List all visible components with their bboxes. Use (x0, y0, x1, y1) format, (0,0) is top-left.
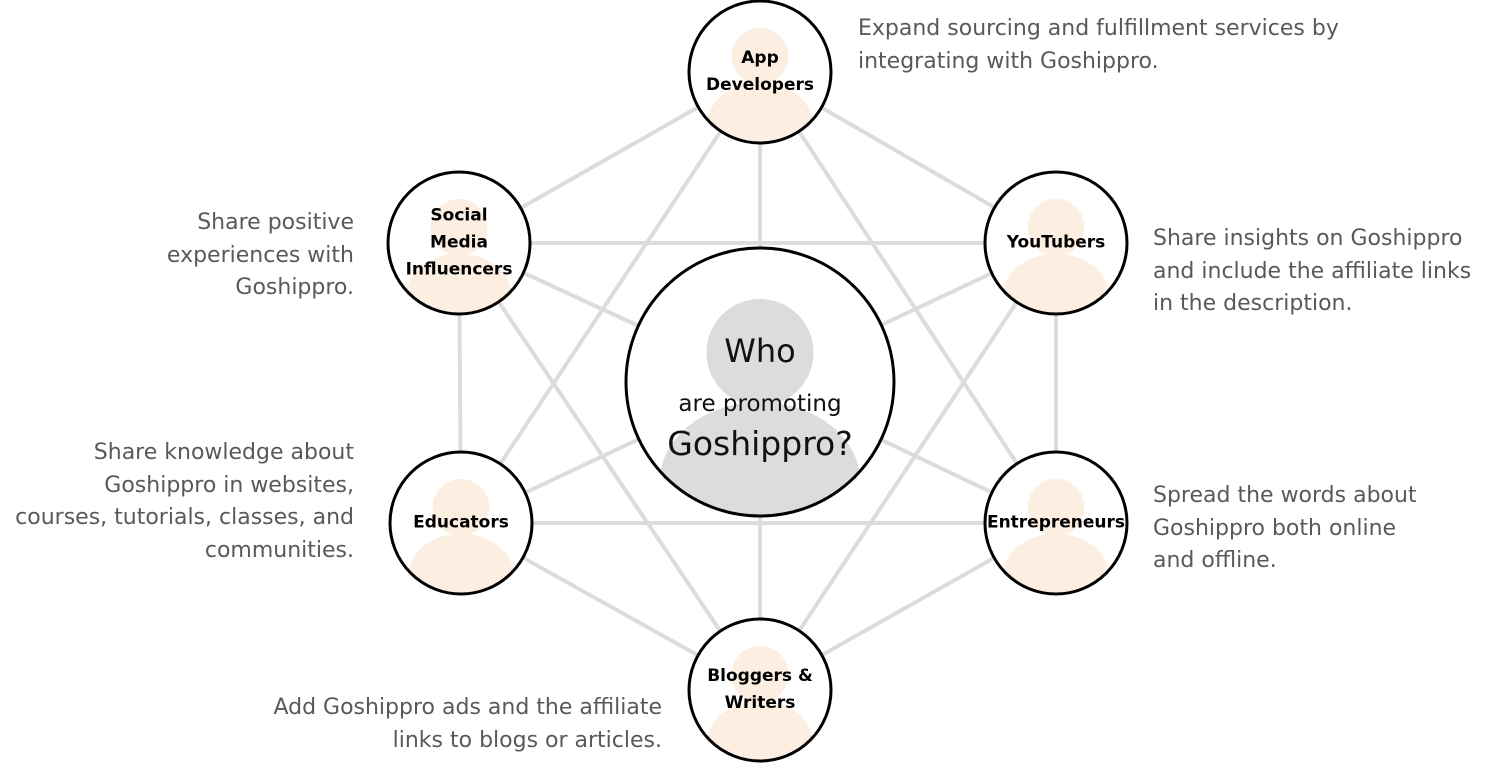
center-title-promoting: are promoting (678, 391, 842, 417)
app-developers-person-icon (687, 0, 833, 145)
center-title-who: Who (724, 332, 796, 370)
educators-node-label: Educators (413, 512, 509, 533)
center-title-goshippro: Goshippro? (667, 424, 853, 463)
youtubers-person-icon (983, 170, 1129, 316)
bloggers-writers-person-icon (687, 617, 833, 763)
connector-line (758, 70, 1058, 525)
connector-line (457, 241, 762, 692)
entrepreneurs-person-icon (983, 450, 1129, 596)
bloggers-writers-node-label: Bloggers &Writers (707, 666, 813, 713)
connector-line (758, 241, 1058, 692)
social-media-influencers-person-icon (386, 170, 532, 316)
connector-line (459, 70, 762, 525)
entrepreneurs-node-label: Entrepreneurs (986, 512, 1126, 533)
youtubers-node-label: YouTubers (1006, 232, 1106, 253)
app-developers-description: Expand sourcing and fulfillment services… (858, 16, 1339, 74)
center-person-icon (624, 246, 896, 518)
educators-person-icon (388, 450, 534, 596)
